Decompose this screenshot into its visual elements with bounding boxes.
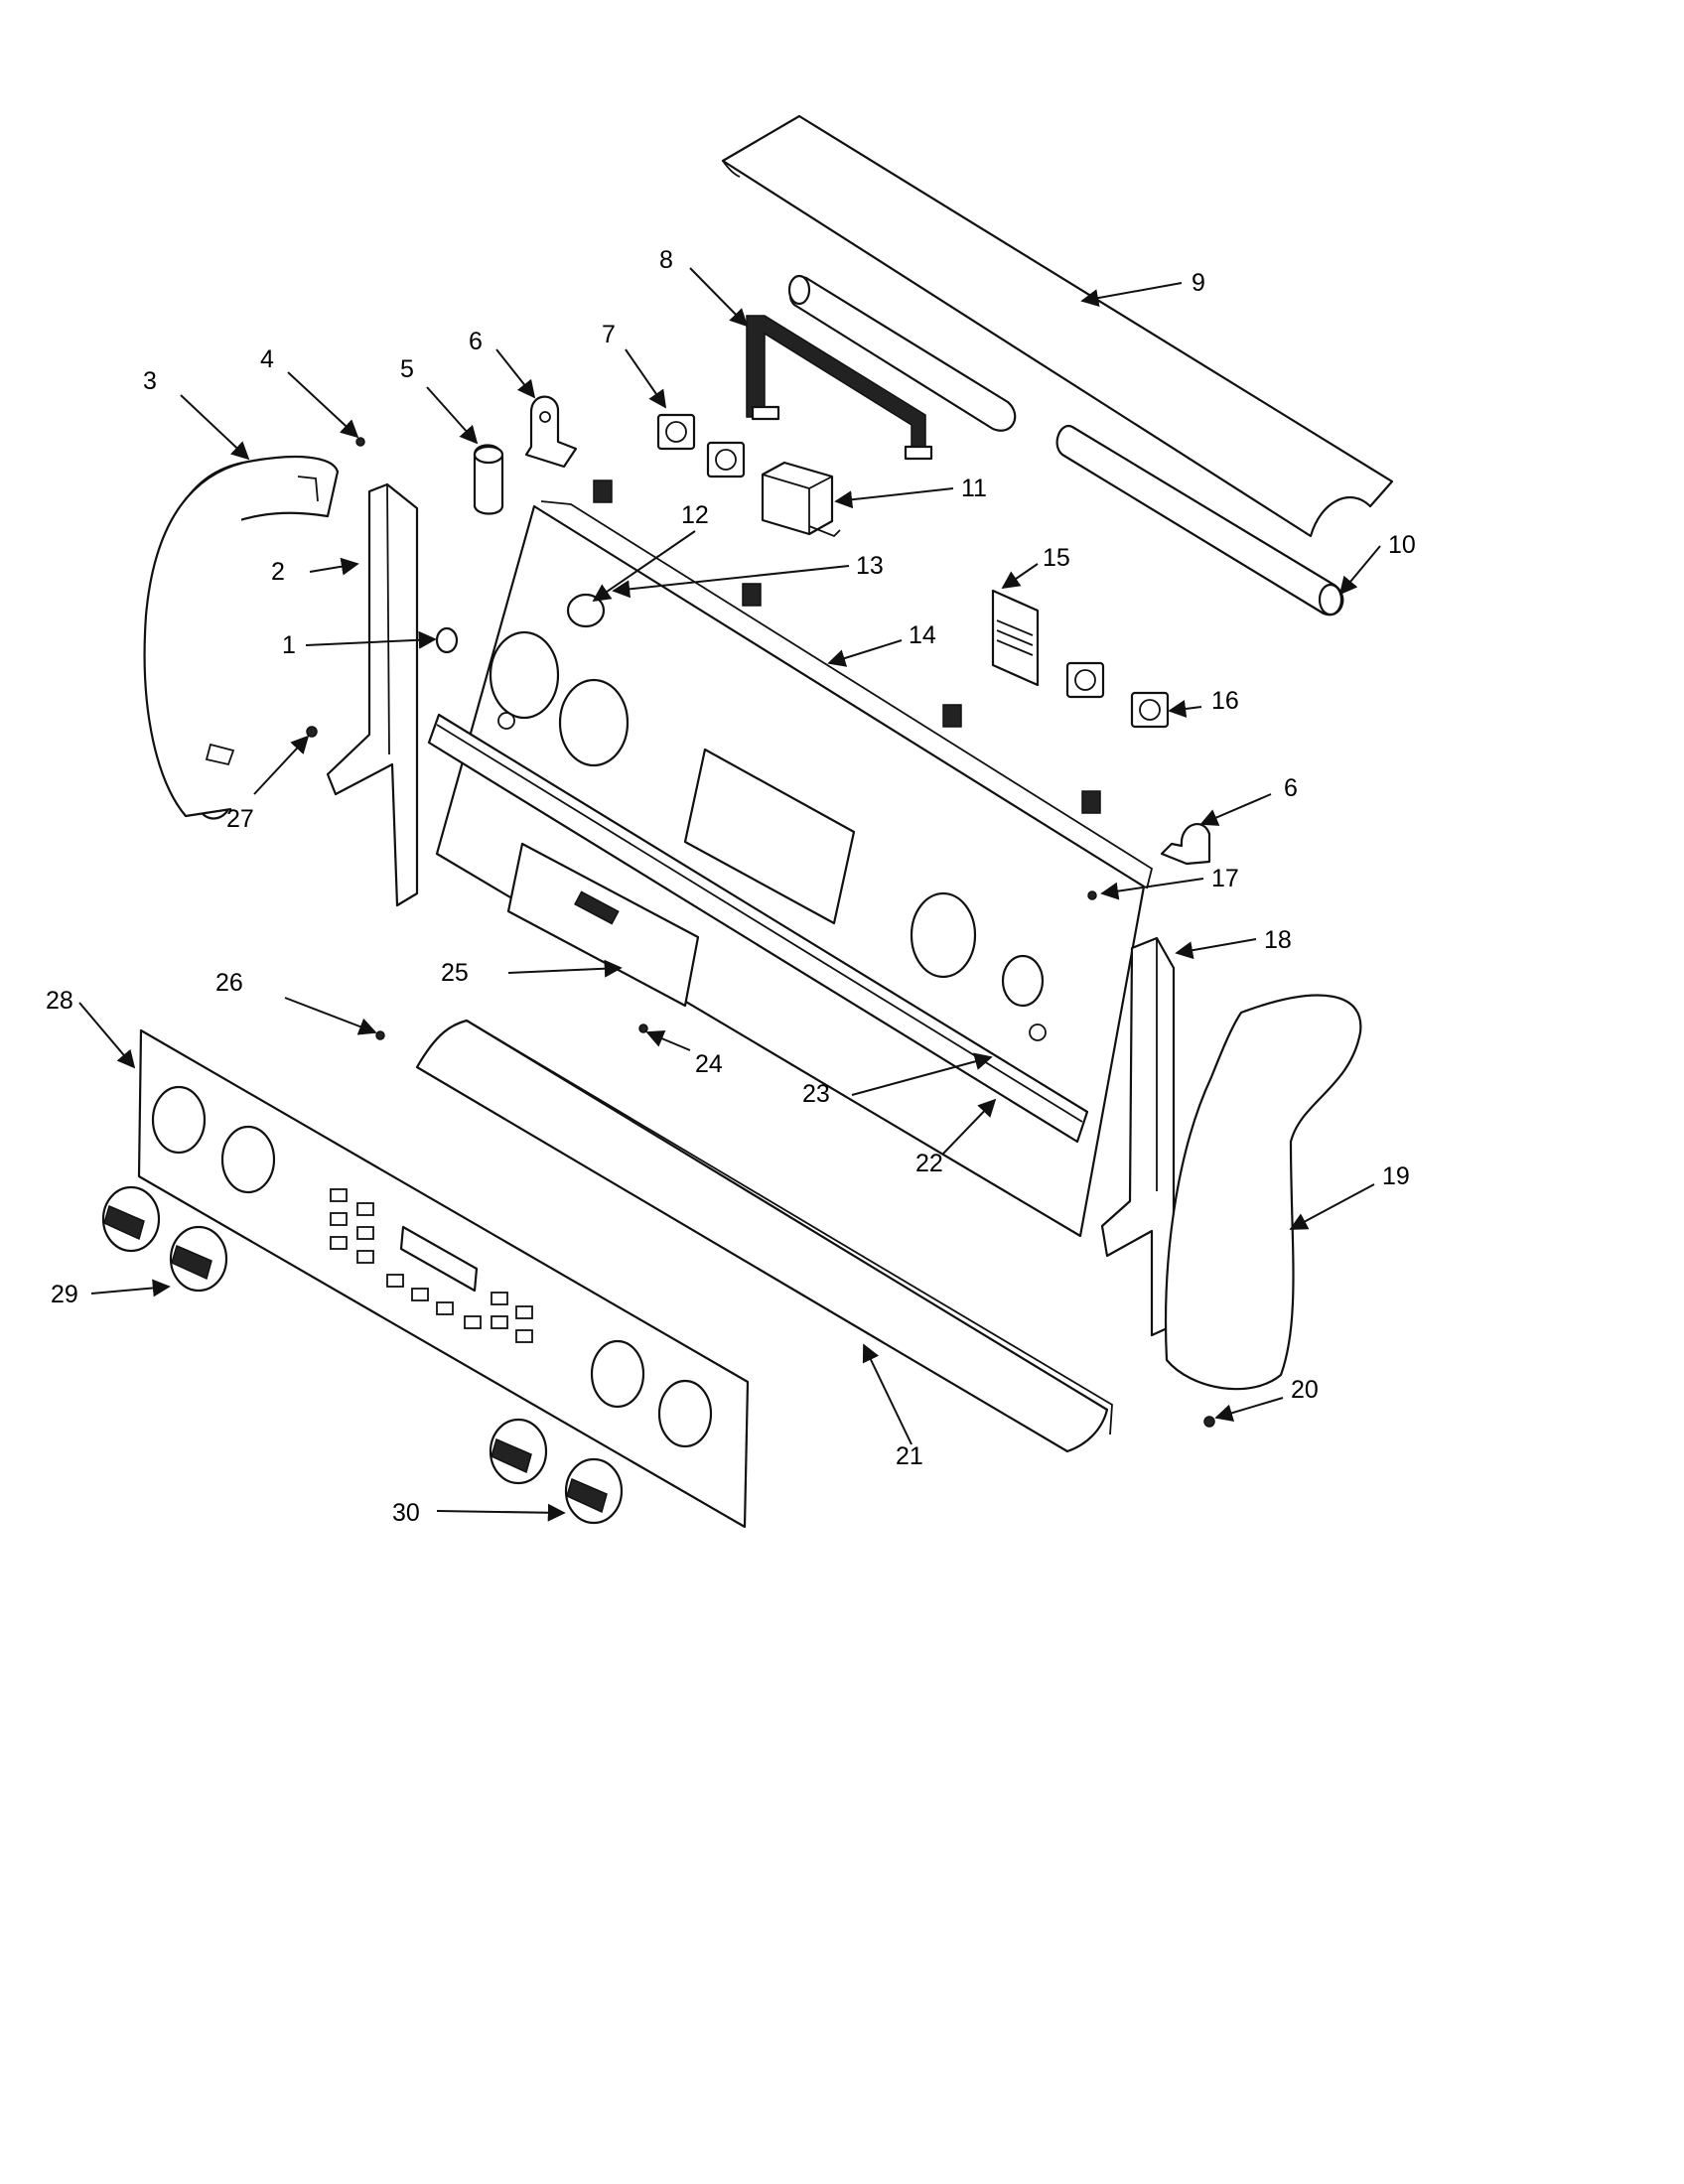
callout-9: 9 bbox=[1192, 269, 1205, 297]
callout-14: 14 bbox=[909, 621, 936, 649]
part-25-display-board bbox=[506, 842, 700, 1008]
callout-29: 29 bbox=[51, 1281, 78, 1308]
callout-28: 28 bbox=[46, 987, 73, 1015]
callout-27: 27 bbox=[226, 805, 254, 833]
part-5-bulb bbox=[473, 444, 504, 515]
callout-12: 12 bbox=[681, 501, 709, 529]
part-21-lower-trim bbox=[415, 1019, 1113, 1453]
part-6-bracket-right bbox=[1160, 823, 1211, 866]
part-28-front-panel bbox=[137, 1028, 750, 1529]
callout-22: 22 bbox=[915, 1150, 943, 1177]
part-12-lamp-socket bbox=[566, 593, 606, 628]
callout-7: 7 bbox=[602, 321, 616, 348]
callout-30: 30 bbox=[392, 1499, 420, 1527]
callout-10: 10 bbox=[1388, 531, 1416, 559]
part-30-knob bbox=[489, 1418, 624, 1525]
callout-2: 2 bbox=[271, 558, 285, 586]
part-6-bracket-left bbox=[524, 395, 578, 469]
callout-13: 13 bbox=[856, 552, 884, 580]
leader-lines bbox=[78, 267, 1381, 1522]
callout-20: 20 bbox=[1291, 1376, 1319, 1404]
callout-1: 1 bbox=[282, 631, 296, 659]
callout-11: 11 bbox=[961, 475, 987, 502]
part-10-light-tube bbox=[787, 274, 1344, 616]
part-3-left-end-cap bbox=[143, 455, 340, 820]
part-13-clip bbox=[593, 479, 1101, 814]
part-15-circuit-board bbox=[991, 589, 1040, 687]
part-8-ribbon-harness bbox=[746, 315, 933, 461]
part-1-sleeve bbox=[435, 626, 459, 654]
part-11-relay bbox=[761, 461, 841, 538]
part-4-screw bbox=[355, 437, 365, 447]
callout-24: 24 bbox=[695, 1050, 723, 1078]
callout-labels: 1 2 3 4 5 6 6 7 8 9 10 11 12 13 14 15 16… bbox=[46, 246, 1416, 1527]
callout-23: 23 bbox=[802, 1080, 830, 1108]
part-24-screw bbox=[638, 1024, 648, 1033]
part-9-trim-cover bbox=[721, 114, 1394, 538]
callout-8: 8 bbox=[659, 246, 673, 274]
part-16-switch bbox=[1065, 661, 1170, 729]
callout-6b: 6 bbox=[1284, 774, 1298, 802]
callout-18: 18 bbox=[1264, 926, 1292, 954]
callout-5: 5 bbox=[400, 355, 414, 383]
callout-15: 15 bbox=[1043, 544, 1070, 572]
part-20-screw bbox=[1203, 1416, 1215, 1428]
callout-19: 19 bbox=[1382, 1162, 1410, 1190]
part-2-left-bracket bbox=[326, 482, 419, 907]
callout-17: 17 bbox=[1211, 865, 1239, 892]
part-29-knob bbox=[101, 1185, 228, 1293]
part-17-screw bbox=[1087, 890, 1097, 900]
callout-6a: 6 bbox=[469, 328, 483, 355]
callout-21: 21 bbox=[896, 1442, 923, 1470]
callout-25: 25 bbox=[441, 959, 469, 987]
callout-26: 26 bbox=[215, 969, 243, 997]
part-7-switch bbox=[656, 413, 746, 478]
callout-16: 16 bbox=[1211, 687, 1239, 715]
part-19-right-end-cap bbox=[1164, 994, 1362, 1391]
part-26-screw bbox=[375, 1030, 385, 1040]
part-27-screw bbox=[306, 726, 318, 738]
part-18-right-bracket bbox=[1100, 936, 1176, 1337]
callout-3: 3 bbox=[143, 367, 157, 395]
callout-4: 4 bbox=[260, 345, 274, 373]
